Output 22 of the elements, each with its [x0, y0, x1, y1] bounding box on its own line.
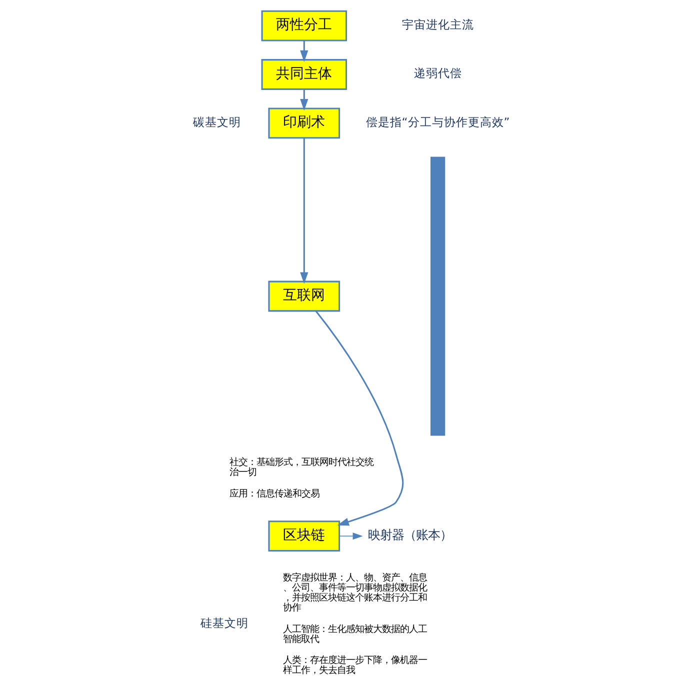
node-label: 应用：信息传递和交易: [229, 488, 320, 500]
node-label: 社交：基础形式，互联网时代社交统治一切: [229, 457, 374, 478]
node-bar: [430, 156, 445, 436]
label: 递弱代偿: [413, 66, 462, 80]
node-box: 印刷术: [268, 108, 340, 139]
label: 碳基文明: [192, 114, 240, 129]
arrow: [338, 532, 362, 540]
node-label: 数字虚拟世界：人、物、资产、信息、公司、事件等一切事物虚拟数据化，并按照区块链这个账本进行分工和协作: [282, 572, 426, 614]
node-label: 人类：存在度进一步下降，像机器一样工作，失去自我: [282, 655, 426, 676]
node-box: 共同主体: [260, 59, 347, 90]
node-box: 两性分工: [260, 10, 347, 42]
node-box: 互联网: [268, 280, 340, 312]
arrow: [300, 138, 308, 284]
arrow: [300, 40, 308, 62]
label: 偿是指“分工与协作更高效”: [365, 114, 510, 129]
node-text: 映射器（账本）: [367, 528, 452, 542]
node-box: 区块链: [268, 520, 340, 552]
label: 硅基文明: [200, 616, 248, 630]
node-label: 人工智能：生化感知被大数据的人工智能取代: [282, 624, 426, 645]
arrow: [300, 89, 308, 111]
label: 宇宙进化主流: [401, 18, 474, 32]
arrow: [314, 310, 404, 526]
